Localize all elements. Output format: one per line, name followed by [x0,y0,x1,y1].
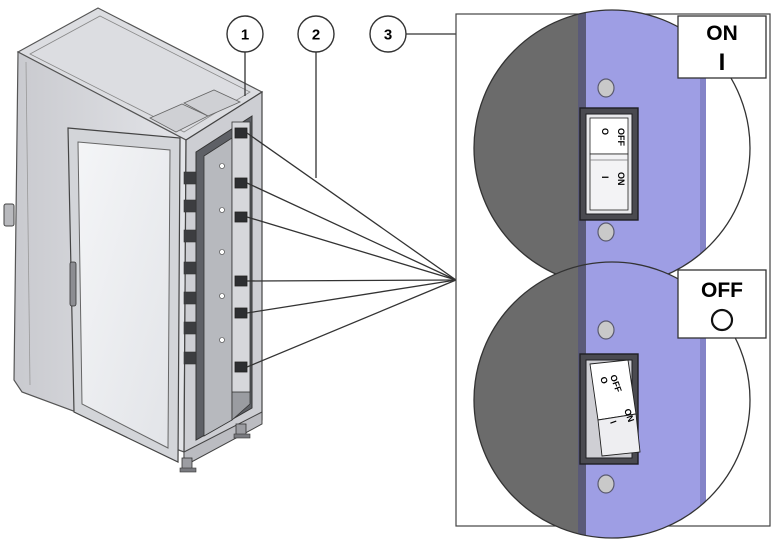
on-symbol: I [719,49,726,76]
svg-text:1: 1 [241,27,249,44]
leader-lines [244,33,457,368]
svg-text:OFF: OFF [701,279,743,302]
pdu-breakers [234,127,248,373]
rocker-on-label: ON [616,172,626,186]
rack-cabinet [3,7,264,473]
rocker-off-label: OFF [616,128,626,146]
callout-2: 2 [297,15,335,53]
svg-text:ON: ON [706,22,738,45]
off-sign: OFF [677,269,767,339]
rocker-o-label: O [600,128,610,135]
callout-3: 3 [369,15,407,53]
off-symbol-icon [710,308,734,332]
rocker-on-label-2: ON [622,407,636,423]
rocker-i-label-2: I [608,419,618,425]
callout-1: 1 [226,15,264,53]
svg-text:3: 3 [384,27,392,44]
on-sign: ON I [677,15,767,79]
svg-text:2: 2 [312,27,320,44]
rocker-i-label: I [600,176,610,179]
rocker-o-label-2: O [598,375,610,385]
